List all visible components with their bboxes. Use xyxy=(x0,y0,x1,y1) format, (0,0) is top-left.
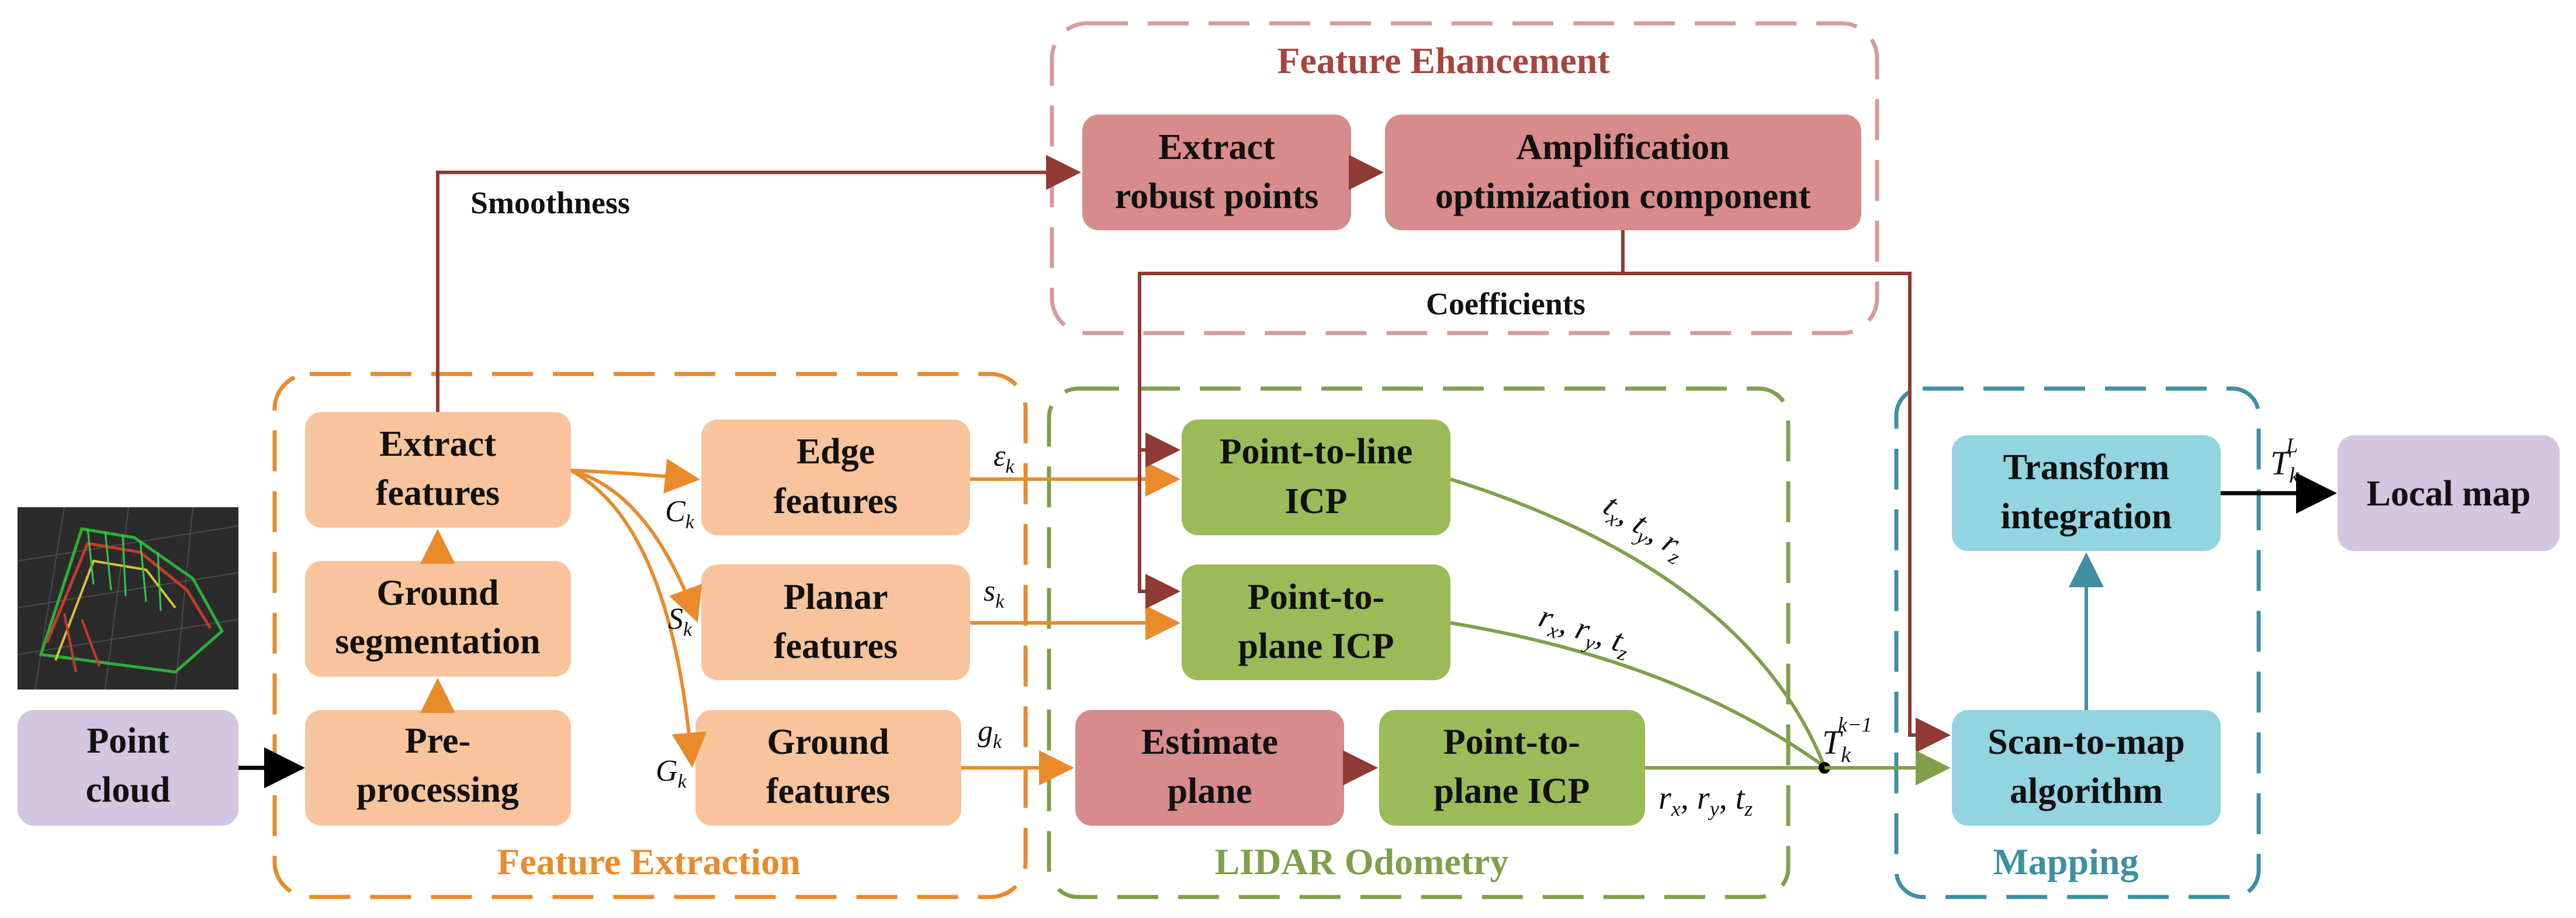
node-planar-features-line2: features xyxy=(774,626,898,666)
node-edge-features: Edge features xyxy=(701,420,970,535)
node-point-cloud: Point cloud xyxy=(18,710,238,826)
svg-text:rx, ry, tz: rx, ry, tz xyxy=(1533,598,1636,665)
math-g-k-upper: Gk xyxy=(656,754,687,792)
math-rxyz-1: rx, ry, tz xyxy=(1533,598,1636,665)
node-point-cloud-line1: Point xyxy=(86,721,169,761)
node-ground-segmentation-line1: Ground xyxy=(376,573,498,613)
math-txyz: tx, ty, rz xyxy=(1595,487,1693,569)
node-extract-robust-points-line1: Extract xyxy=(1158,127,1275,167)
math-g-k: gk xyxy=(978,715,1002,753)
label-coefficients: Coefficients xyxy=(1426,286,1585,321)
node-transform-integration: Transform integration xyxy=(1952,435,2221,551)
node-ground-features-line1: Ground xyxy=(767,722,889,762)
node-transform-integration-line1: Transform xyxy=(2003,448,2170,487)
arrow-coefficients-to-scan-to-map xyxy=(1623,272,1951,753)
node-scan-to-map-line2: algorithm xyxy=(2010,771,2163,811)
group-title-feature-extraction: Feature Extraction xyxy=(497,841,801,882)
group-lidar-odometry xyxy=(1047,386,1791,899)
arrow-extract-to-edge xyxy=(570,458,700,494)
node-ground-segmentation-line2: segmentation xyxy=(335,622,540,661)
node-amplification-line1: Amplification xyxy=(1516,127,1729,167)
group-title-mapping: Mapping xyxy=(1993,841,2139,882)
math-rxyz-2: rx, ry, tz xyxy=(1659,780,1753,820)
arrow-extract-to-ground xyxy=(570,469,707,768)
node-point-cloud-line2: cloud xyxy=(86,770,171,810)
node-ground-segmentation: Ground segmentation xyxy=(305,561,571,677)
group-feature-extraction xyxy=(272,372,1028,899)
node-local-map-line1: Local map xyxy=(2367,474,2531,514)
node-point-to-plane-icp-2-line2: plane ICP xyxy=(1434,771,1590,811)
node-edge-features-line1: Edge xyxy=(797,432,875,472)
math-s-k: sk xyxy=(984,574,1005,612)
node-point-to-line-icp-line2: ICP xyxy=(1285,481,1348,521)
curve-point-to-line-to-junction xyxy=(1450,477,1826,768)
curve-point-to-plane-to-junction xyxy=(1450,621,1826,768)
node-scan-to-map-line1: Scan-to-map xyxy=(1988,722,2185,762)
point-cloud-image xyxy=(17,507,239,690)
node-local-map: Local map xyxy=(2338,435,2560,551)
label-smoothness: Smoothness xyxy=(470,185,630,220)
math-tk-km1: Tkk−1 xyxy=(1822,713,1872,767)
node-planar-features: Planar features xyxy=(701,564,970,680)
node-point-to-plane-icp-2-line1: Point-to- xyxy=(1443,722,1580,762)
group-title-feature-enhancement: Feature Ehancement xyxy=(1277,40,1610,81)
arrow-extract-to-planar xyxy=(570,469,702,623)
node-ground-features: Ground features xyxy=(695,710,961,826)
arrow-coefficients-to-point-to-plane xyxy=(1138,450,1180,609)
node-ground-features-line2: features xyxy=(766,771,890,811)
node-point-to-plane-icp-1-line1: Point-to- xyxy=(1248,577,1384,617)
node-extract-features-line1: Extract xyxy=(379,424,496,464)
node-planar-features-line1: Planar xyxy=(783,577,888,617)
node-preprocessing: Pre- processing xyxy=(305,710,571,826)
node-point-to-line-icp: Point-to-line ICP xyxy=(1182,420,1450,535)
group-mapping xyxy=(1894,386,2261,899)
node-point-to-plane-icp-2: Point-to- plane ICP xyxy=(1379,710,1645,826)
node-preprocessing-line2: processing xyxy=(356,770,519,810)
node-transform-integration-line2: integration xyxy=(2001,497,2172,536)
math-tk-l: TkL xyxy=(2270,434,2300,488)
node-point-to-line-icp-line1: Point-to-line xyxy=(1220,432,1413,472)
node-extract-robust-points-line2: robust points xyxy=(1115,176,1319,216)
arrow-smoothness xyxy=(436,155,1081,412)
node-estimate-plane-line1: Estimate xyxy=(1141,722,1278,762)
math-s-k-upper: Sk xyxy=(668,602,693,640)
node-amplification-optimization: Amplification optimization component xyxy=(1385,115,1861,230)
group-title-lidar-odometry: LIDAR Odometry xyxy=(1214,841,1508,882)
node-extract-features: Extract features xyxy=(305,412,571,528)
node-preprocessing-line1: Pre- xyxy=(405,721,470,761)
math-c-k: Ck xyxy=(665,495,695,533)
arrow-coefficients-to-point-to-line xyxy=(1138,230,1625,467)
math-eps-k: εk xyxy=(993,439,1015,477)
node-extract-features-line2: features xyxy=(376,473,500,513)
node-edge-features-line2: features xyxy=(774,481,898,521)
node-point-to-plane-icp-1: Point-to- plane ICP xyxy=(1182,564,1450,680)
node-scan-to-map: Scan-to-map algorithm xyxy=(1952,710,2221,826)
node-estimate-plane: Estimate plane xyxy=(1075,710,1344,826)
node-amplification-line2: optimization component xyxy=(1435,176,1811,216)
node-extract-robust-points: Extract robust points xyxy=(1082,115,1351,230)
svg-text:tx, ty, rz: tx, ty, rz xyxy=(1595,487,1693,569)
node-point-to-plane-icp-1-line2: plane ICP xyxy=(1238,626,1394,666)
node-estimate-plane-line2: plane xyxy=(1168,771,1252,811)
